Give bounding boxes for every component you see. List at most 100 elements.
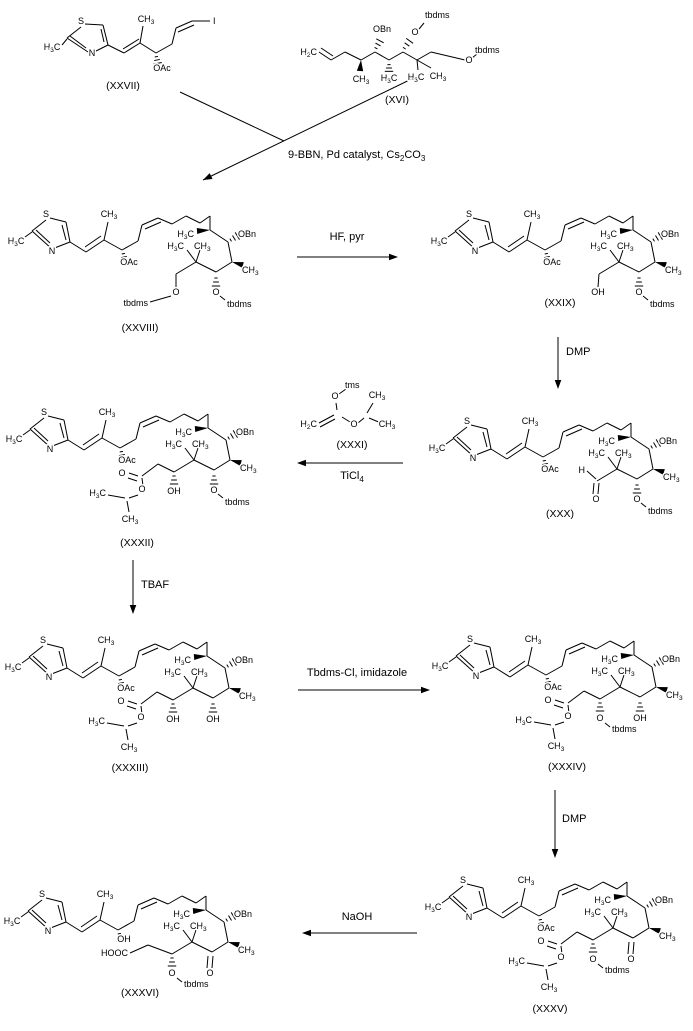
atom-label-h3c_ring: H3C (425, 902, 442, 914)
atom-label-h2c: H2C (300, 419, 317, 431)
atom-label-ch3_w: CH3 (353, 74, 370, 86)
atom-label-ch3_r: CH3 (242, 265, 259, 277)
reagent-label-naoh: NaOH (341, 911, 373, 923)
atom-label-ipr_ch3: CH3 (541, 982, 558, 994)
atom-label-est_od: O (544, 695, 551, 705)
arrow-hf (297, 253, 398, 261)
atom-label-h3c_ring: H3C (6, 434, 23, 446)
atom-label-s: S (41, 407, 47, 417)
atom-label-ch3_gem: CH3 (617, 241, 634, 253)
atom-label-sub_tbdms: tbdms (225, 497, 250, 507)
atom-label-s: S (466, 209, 472, 219)
atom-label-s: S (467, 634, 473, 644)
atom-label-est_od: O (117, 696, 124, 706)
atom-label-tms: tms (345, 380, 360, 390)
atom-label-subr_oh: OH (633, 713, 647, 723)
atom-label-h3c_gem: H3C (584, 907, 601, 919)
atom-label-s: S (39, 889, 45, 899)
atom-label-sub_o: O (210, 485, 217, 495)
atom-label-h3c_ring: H3C (429, 443, 446, 455)
structure-caption: (XXX) (546, 508, 574, 520)
atom-label-h3c_ring: H3C (5, 662, 22, 674)
atom-label-h3c_gem: H3C (588, 448, 605, 460)
atom-label-ch3_gem: CH3 (191, 667, 208, 679)
atom-label-h3c_ring: H3C (431, 236, 448, 248)
atom-label-ch3_gem: CH3 (611, 907, 628, 919)
atom-label-oac: OAc (117, 683, 135, 693)
atom-label-h3c_ring: H3C (4, 916, 21, 928)
atom-label-s: S (78, 16, 84, 26)
atom-label-est_o: O (137, 712, 144, 722)
atom-label-subl_tbdms: tbdms (184, 979, 209, 989)
atom-label-sub_tbdms: tbdms (227, 299, 252, 309)
atom-label-ch3_b: CH3 (379, 419, 396, 431)
atom-label-subl_o: O (168, 968, 175, 978)
atom-label-oh_allylic: OH (117, 934, 131, 944)
atom-label-subl_tbdms: tbdms (612, 724, 637, 734)
atom-label-n: N (472, 246, 479, 256)
atom-label-sub_o: O (212, 287, 219, 297)
atom-label-ipr_h3c: H3C (89, 488, 106, 500)
atom-label-h3c_w: H3C (175, 427, 192, 439)
atom-label-h3c_gem: H3C (167, 241, 184, 253)
atom-label-ipr_ch3: CH3 (121, 742, 138, 754)
structure-caption: (XXVIII) (122, 322, 159, 334)
atom-label-ipr_h3c: H3C (88, 716, 105, 728)
atom-label-ald_o: O (592, 494, 599, 504)
atom-label-s: S (464, 416, 470, 426)
structure-caption: (XXXII) (120, 537, 154, 549)
structure-caption: (XXXIII) (112, 762, 149, 774)
atom-label-h3c_b: H3C (381, 73, 398, 85)
atom-label-subl_oh: OH (167, 486, 181, 496)
atom-label-est_od: O (118, 468, 125, 478)
atom-label-h3c_ring: H3C (44, 42, 61, 54)
arrow-tbaf (129, 560, 137, 614)
atom-label-o_est: O (350, 419, 357, 429)
arrow-dmp1 (554, 337, 562, 389)
atom-label-ch3_r: CH3 (659, 931, 676, 943)
atom-label-left_oh: OH (591, 287, 605, 297)
atom-label-oac: OAc (120, 257, 138, 267)
structure-caption: (XXXVI) (121, 987, 159, 999)
atom-label-h3c_ring: H3C (432, 661, 449, 673)
atom-label-h3c_w: H3C (600, 229, 617, 241)
atom-label-ch3_top: CH3 (101, 209, 118, 221)
atom-label-sub_tbdms: tbdms (648, 506, 673, 516)
atom-label-h3c_w: H3C (174, 655, 191, 667)
atom-label-oac: OAc (544, 682, 562, 692)
arrow-ticl4 (297, 459, 403, 467)
atom-label-ch3_top: CH3 (98, 635, 115, 647)
atom-label-ch3_r: CH3 (239, 691, 256, 703)
atom-label-ket_o: O (627, 954, 634, 964)
atom-label-subl_tbdms: tbdms (605, 965, 630, 975)
atom-label-ch3_gem: CH3 (190, 921, 207, 933)
atom-label-ch3_r: CH3 (663, 472, 680, 484)
atom-label-obn: OBn (661, 229, 679, 239)
reagent-label-dmp2: DMP (562, 813, 587, 825)
atom-label-s: S (43, 209, 49, 219)
atom-label-est_o: O (564, 711, 571, 721)
atom-label-ch3_gem: CH3 (194, 241, 211, 253)
atom-label-n: N (473, 671, 480, 681)
atom-label-est_od: O (537, 936, 544, 946)
atom-label-ch3_top: CH3 (97, 889, 114, 901)
atom-label-h3c_gem: H3C (163, 921, 180, 933)
atom-label-o_tms: O (331, 391, 338, 401)
atom-label-tbdms_right: tbdms (475, 45, 500, 55)
atom-label-n: N (89, 48, 96, 58)
reagent-label-tbaf: TBAF (141, 579, 170, 591)
atom-label-h3c_gem: H3C (590, 241, 607, 253)
atom-label-ch3_r: CH3 (666, 690, 683, 702)
